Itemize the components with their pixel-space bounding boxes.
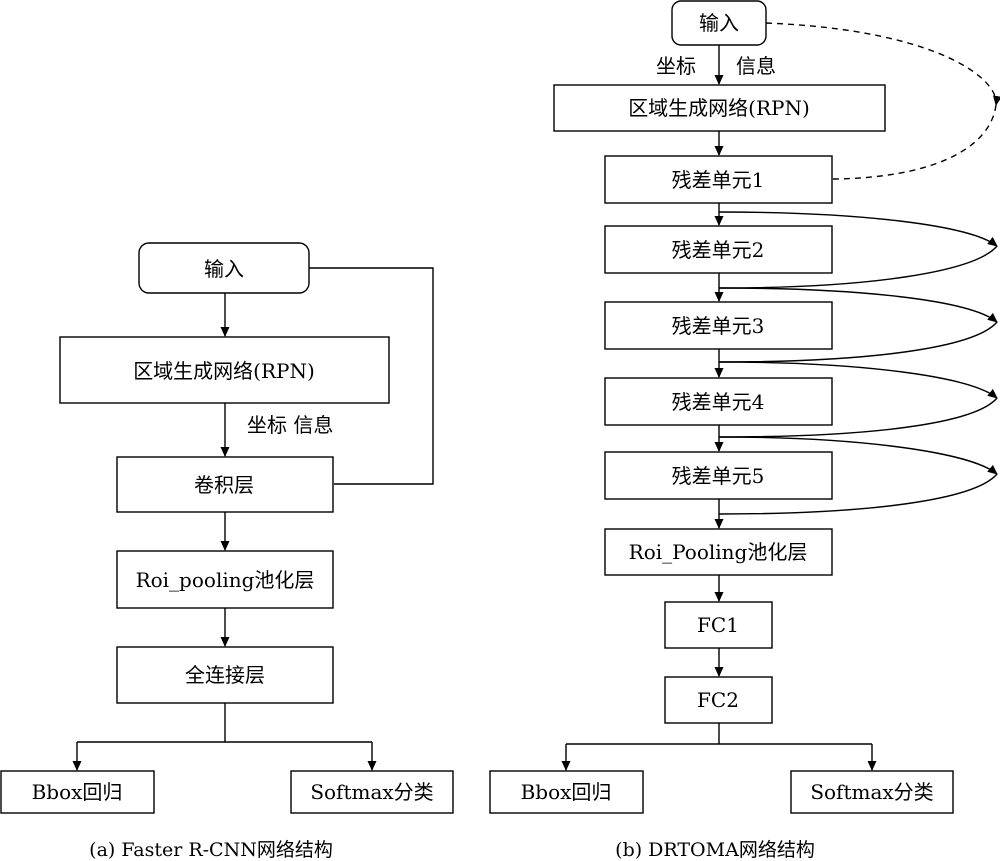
right-res1-node: 残差单元1 xyxy=(604,155,833,204)
right-roi-label: Roi_Pooling池化层 xyxy=(629,540,808,564)
left-conv-label: 卷积层 xyxy=(194,473,254,497)
left-bbox-node: Bbox回归 xyxy=(0,770,155,814)
left-bbox-label: Bbox回归 xyxy=(32,780,123,804)
left-roi-node: Roi_pooling池化层 xyxy=(116,550,334,609)
right-res4-node: 残差单元4 xyxy=(604,377,833,426)
right-res3-node: 残差单元3 xyxy=(604,301,833,350)
right-res5-label: 残差单元5 xyxy=(672,464,765,488)
left-diagram: 输入 区域生成网络(RPN) 坐标 信息 卷积层 Roi_pooling池化层 … xyxy=(0,242,454,861)
right-skip-curve-4 xyxy=(718,436,998,475)
right-skip-curve-2 xyxy=(718,287,998,323)
right-skip-curve-1b xyxy=(718,245,998,289)
right-input-node: 输入 xyxy=(671,0,767,46)
left-edge-label: 坐标 信息 xyxy=(247,413,333,437)
right-skip-curve-3 xyxy=(718,361,998,399)
right-bbox-node: Bbox回归 xyxy=(489,770,644,814)
right-softmax-node: Softmax分类 xyxy=(790,770,954,814)
right-res2-node: 残差单元2 xyxy=(604,225,833,274)
left-input-node: 输入 xyxy=(138,242,310,294)
right-caption: (b) DRTOMA网络结构 xyxy=(615,839,815,861)
right-skip-curve-2b xyxy=(718,321,998,363)
left-softmax-label: Softmax分类 xyxy=(310,780,433,804)
right-res3-label: 残差单元3 xyxy=(672,314,765,338)
left-rpn-label: 区域生成网络(RPN) xyxy=(133,359,315,383)
left-caption: (a) Faster R-CNN网络结构 xyxy=(89,839,333,861)
right-input-label: 输入 xyxy=(699,11,739,35)
left-fc-node: 全连接层 xyxy=(116,646,334,704)
left-softmax-node: Softmax分类 xyxy=(290,770,454,814)
right-dashed-skip-bottom xyxy=(832,104,997,180)
right-skip-curve-4b xyxy=(718,473,998,515)
right-edge-label-right: 信息 xyxy=(736,54,776,78)
right-rpn-label: 区域生成网络(RPN) xyxy=(628,96,810,120)
right-fc2-label: FC2 xyxy=(697,688,739,712)
right-softmax-label: Softmax分类 xyxy=(810,780,933,804)
left-roi-label: Roi_pooling池化层 xyxy=(136,568,315,592)
right-bbox-label: Bbox回归 xyxy=(521,780,612,804)
right-diagram: 输入 坐标 信息 区域生成网络(RPN) 残差单元1 残差单元2 残差单元3 残… xyxy=(489,0,1000,861)
right-fc1-node: FC1 xyxy=(664,601,773,649)
right-fc1-label: FC1 xyxy=(697,613,739,637)
left-conv-node: 卷积层 xyxy=(116,456,334,513)
right-roi-node: Roi_Pooling池化层 xyxy=(604,528,833,576)
right-dashed-skip-top xyxy=(765,22,1000,106)
right-skip-curve-1 xyxy=(718,211,998,247)
right-res4-label: 残差单元4 xyxy=(672,390,765,414)
right-res1-label: 残差单元1 xyxy=(672,168,765,192)
right-edge-label-left: 坐标 xyxy=(656,54,696,78)
right-rpn-node: 区域生成网络(RPN) xyxy=(553,84,886,132)
left-loop-input-conv xyxy=(309,267,434,485)
right-res5-node: 残差单元5 xyxy=(604,451,833,500)
right-fc2-node: FC2 xyxy=(664,676,773,724)
left-rpn-node: 区域生成网络(RPN) xyxy=(59,336,390,404)
right-skip-curve-3b xyxy=(718,397,998,438)
left-fc-label: 全连接层 xyxy=(185,663,265,687)
left-input-label: 输入 xyxy=(204,257,244,281)
right-res2-label: 残差单元2 xyxy=(672,238,765,262)
